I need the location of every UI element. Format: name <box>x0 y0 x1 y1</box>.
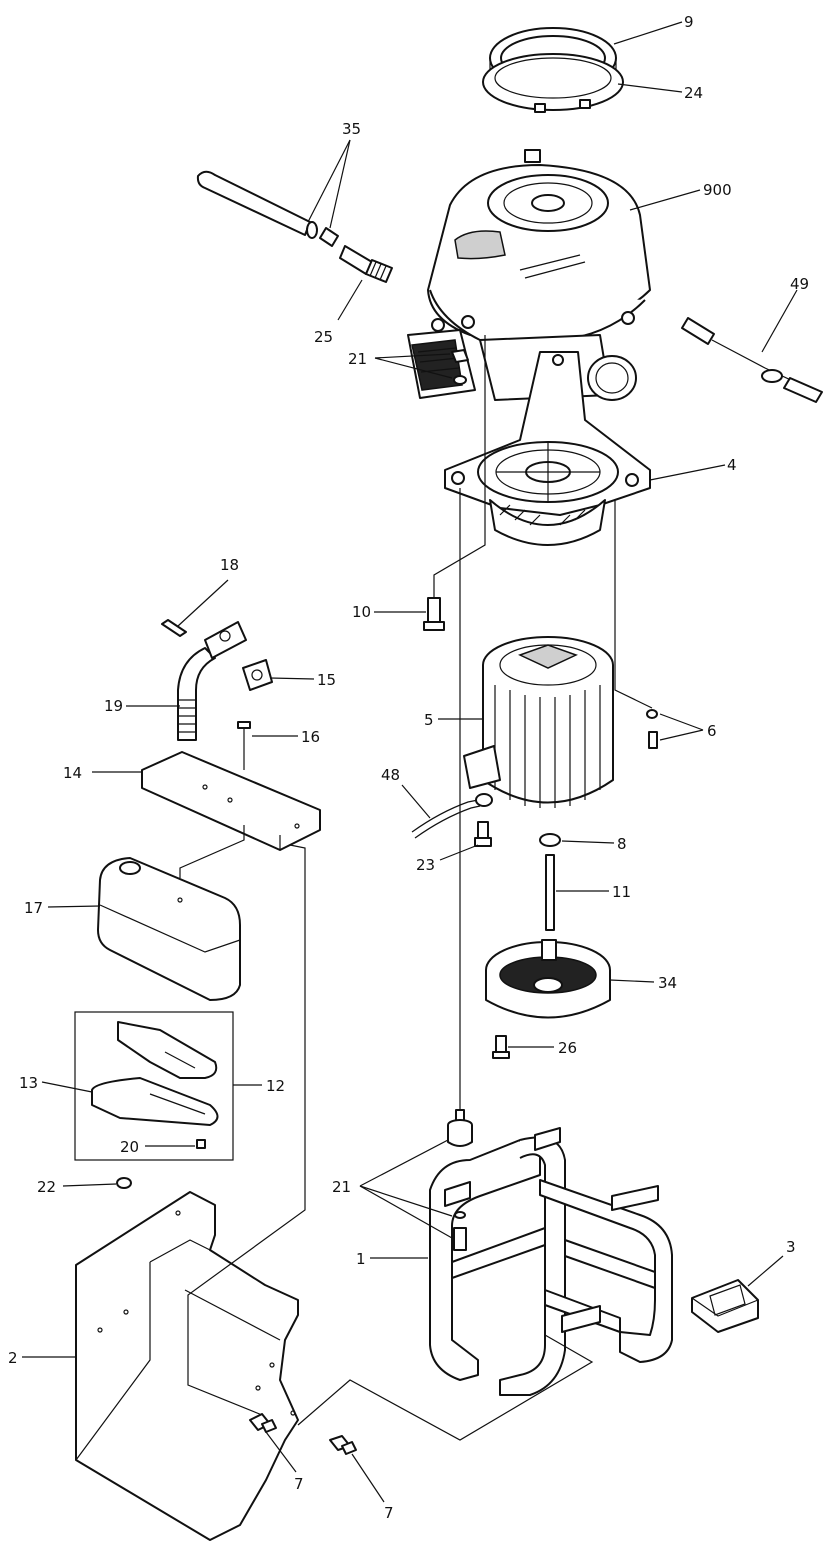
part-12-heat-shield-kit <box>74 1011 234 1161</box>
callout-10: 10 <box>352 603 371 621</box>
part-23-bolt <box>474 821 492 847</box>
callout-21-bottom: 21 <box>332 1178 351 1196</box>
part-7-screws <box>249 1413 357 1455</box>
callout-21-top: 21 <box>348 350 367 368</box>
part-1-frame <box>429 1127 673 1396</box>
part-10-bolt <box>423 597 445 631</box>
part-34-end-cover <box>485 939 611 1019</box>
callout-7-right: 7 <box>384 1504 394 1522</box>
part-21-nut-washer-top <box>451 349 469 385</box>
callout-49: 49 <box>790 275 809 293</box>
part-8-washer <box>539 833 561 847</box>
callout-22: 22 <box>37 1178 56 1196</box>
callout-7-left: 7 <box>294 1475 304 1493</box>
part-11-long-bolt <box>545 854 555 931</box>
callout-48: 48 <box>381 766 400 784</box>
callout-5: 5 <box>424 711 434 729</box>
callout-8: 8 <box>617 835 627 853</box>
part-20-screw <box>196 1139 206 1149</box>
part-14-bracket <box>141 751 321 851</box>
part-4-adapter-plate <box>444 351 651 546</box>
callout-25: 25 <box>314 328 333 346</box>
callout-34: 34 <box>658 974 677 992</box>
part-25-fitting <box>339 245 393 283</box>
callout-35: 35 <box>342 120 361 138</box>
part-3-foot <box>691 1279 759 1333</box>
callout-19: 19 <box>104 697 123 715</box>
callout-900: 900 <box>703 181 732 199</box>
callout-23: 23 <box>416 856 435 874</box>
callout-14: 14 <box>63 764 82 782</box>
part-900-engine <box>407 149 651 401</box>
callout-18: 18 <box>220 556 239 574</box>
callout-3: 3 <box>786 1238 796 1256</box>
part-26-screw <box>492 1035 510 1059</box>
callout-13: 13 <box>19 1074 38 1092</box>
callout-24: 24 <box>684 84 703 102</box>
assembly-guide-lines <box>179 335 653 1441</box>
callout-leaders <box>22 21 798 1503</box>
part-6-screw-washer <box>646 709 658 749</box>
part-49-wire-harness <box>681 317 823 403</box>
part-24-ring-base <box>482 53 624 113</box>
callout-6: 6 <box>707 722 717 740</box>
part-15-gasket <box>242 659 273 691</box>
callout-17: 17 <box>24 899 43 917</box>
callout-11: 11 <box>612 883 631 901</box>
part-17-muffler <box>97 857 241 1001</box>
callout-2: 2 <box>8 1349 18 1367</box>
callout-1: 1 <box>356 1250 366 1268</box>
part-22-nut <box>116 1177 132 1189</box>
callout-15: 15 <box>317 671 336 689</box>
part-16-screw <box>237 721 251 770</box>
part-35-hose <box>196 170 339 247</box>
part-18-bolt <box>161 619 187 637</box>
callout-20: 20 <box>120 1138 139 1156</box>
callout-labels: 9 24 35 900 25 49 21 4 18 10 15 19 16 5 … <box>8 13 809 1522</box>
callout-26: 26 <box>558 1039 577 1057</box>
part-19-exhaust-pipe <box>177 621 247 741</box>
part-48-ground-wire <box>411 793 493 839</box>
part-5-generator <box>463 636 614 808</box>
part-2-side-panel <box>75 1191 299 1541</box>
callout-9: 9 <box>684 13 694 31</box>
callout-4: 4 <box>727 456 737 474</box>
callout-12: 12 <box>266 1077 285 1095</box>
callout-16: 16 <box>301 728 320 746</box>
